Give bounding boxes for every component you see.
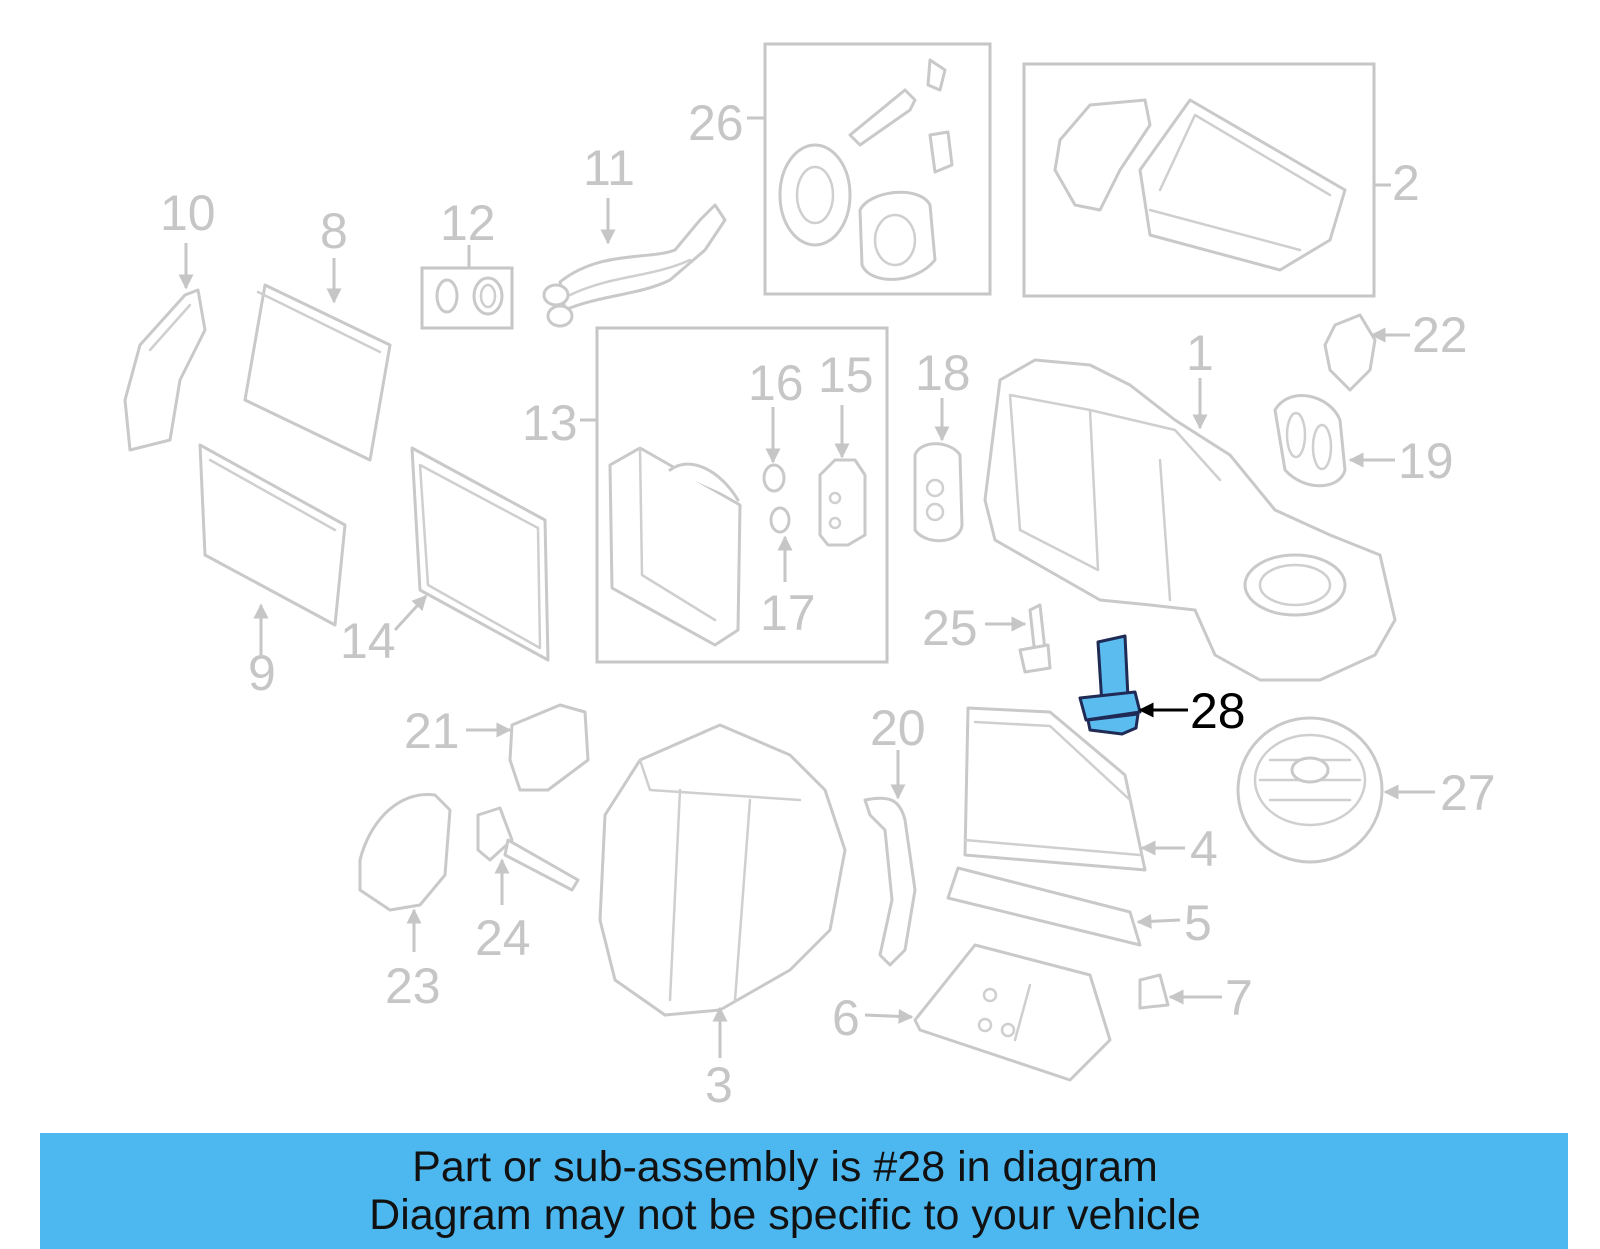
part-16-oring xyxy=(762,463,786,493)
callout-22: 22 xyxy=(1412,307,1468,363)
part-5-seal-strip xyxy=(946,866,1142,947)
caption-line-part: Part or sub-assembly is #28 in diagram xyxy=(412,1143,1158,1191)
caption-banner: Part or sub-assembly is #28 in diagram D… xyxy=(40,1133,1568,1249)
callout-2: 2 xyxy=(1392,155,1420,211)
part-7-nut xyxy=(1138,973,1170,1010)
group-box-26 xyxy=(763,42,992,296)
callout-10: 10 xyxy=(160,185,216,241)
callout-13: 13 xyxy=(522,395,578,451)
part-14-frame xyxy=(410,446,550,662)
callout-19: 19 xyxy=(1398,433,1454,489)
part-20-hose xyxy=(863,796,917,967)
part-24-sensor xyxy=(476,806,580,892)
part-23-motor xyxy=(358,792,452,912)
part-25-screw xyxy=(1018,603,1052,674)
callout-20: 20 xyxy=(870,700,926,756)
part-17-oring xyxy=(769,506,791,534)
callout-4: 4 xyxy=(1190,821,1218,877)
part-19-gasket xyxy=(1273,394,1347,488)
leader-lines xyxy=(178,116,1435,1058)
callout-14: 14 xyxy=(340,613,396,669)
part-26-components xyxy=(778,58,954,281)
callout-26: 26 xyxy=(688,95,744,151)
callout-16: 16 xyxy=(748,355,804,411)
callout-7: 7 xyxy=(1225,970,1253,1026)
callout-24: 24 xyxy=(475,910,531,966)
part-10-bracket xyxy=(123,288,207,452)
part-1-hvac-housing xyxy=(983,358,1397,682)
callout-9: 9 xyxy=(248,645,276,701)
callout-23: 23 xyxy=(385,958,441,1014)
part-12-seals xyxy=(435,276,504,316)
part-21-actuator xyxy=(508,703,590,792)
callout-15: 15 xyxy=(818,347,874,403)
part-11-ac-line xyxy=(542,203,727,328)
callout-8: 8 xyxy=(320,203,348,259)
callout-21: 21 xyxy=(404,703,460,759)
group-box-12 xyxy=(420,266,514,330)
part-18-actuator xyxy=(913,442,964,543)
part-28-highlighted xyxy=(1078,634,1142,736)
part-9-heater-core xyxy=(198,443,347,627)
part-15-expansion-valve xyxy=(818,458,867,547)
callout-6: 6 xyxy=(832,990,860,1046)
part-8-filter xyxy=(243,283,392,462)
part-4-cabin-filter xyxy=(963,706,1147,872)
part-6-floor-panel xyxy=(913,943,1112,1082)
callout-17: 17 xyxy=(760,585,816,641)
part-27-blower-motor xyxy=(1236,716,1384,864)
group-box-13 xyxy=(595,326,889,664)
part-13-evaporator xyxy=(608,446,742,647)
part-2-components xyxy=(1053,98,1347,272)
part-22-clip xyxy=(1323,313,1377,392)
caption-line-disclaimer: Diagram may not be specific to your vehi… xyxy=(369,1191,1201,1239)
callout-27: 27 xyxy=(1440,765,1496,821)
callout-25: 25 xyxy=(922,600,978,656)
group-box-2 xyxy=(1022,62,1376,298)
callout-28: 28 xyxy=(1190,683,1246,739)
callout-3: 3 xyxy=(705,1057,733,1113)
callout-18: 18 xyxy=(915,345,971,401)
callout-12: 12 xyxy=(440,195,496,251)
part-3-distribution-housing xyxy=(598,723,847,1017)
callout-1: 1 xyxy=(1186,325,1214,381)
callout-11: 11 xyxy=(583,140,635,196)
callout-5: 5 xyxy=(1184,895,1212,951)
